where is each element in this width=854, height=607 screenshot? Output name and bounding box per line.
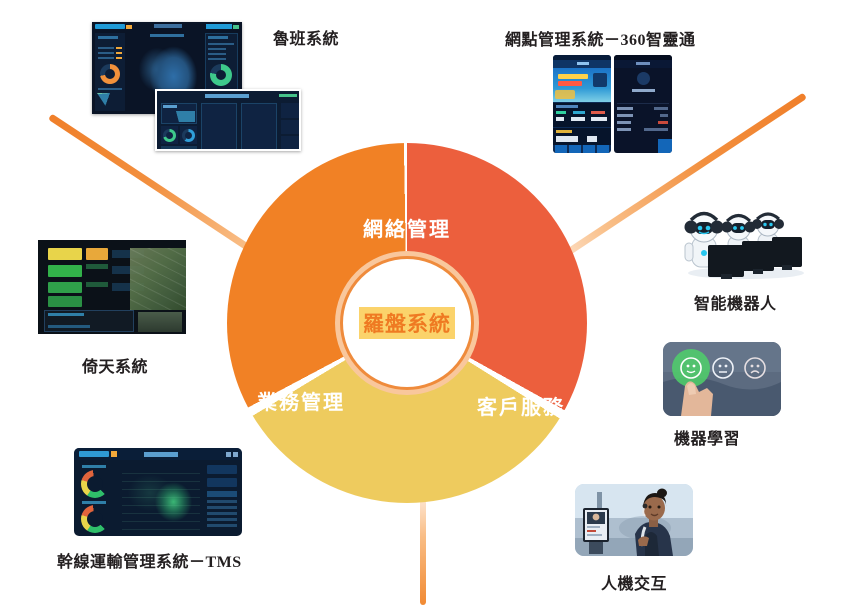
central-donut-chart: 網絡管理 客戶服務 業務管理 羅盤系統	[227, 143, 587, 503]
thumbnail-app-detail-screen[interactable]	[614, 55, 672, 153]
segment-label-customer-service[interactable]: 客戶服務	[477, 397, 565, 419]
thumbnail-kiosk-attendant[interactable]	[575, 484, 693, 556]
caption-branch-360: 網點管理系統－360智靈通	[505, 32, 696, 49]
robots-illustration	[684, 211, 804, 279]
thumbnail-tms-dashboard[interactable]	[74, 448, 242, 536]
hub-label[interactable]: 羅盤系統	[359, 307, 455, 339]
thumbnail-app-home-screen[interactable]	[553, 55, 611, 153]
caption-yitian: 倚天系統	[82, 359, 149, 376]
thumbnail-luban-table-dashboard[interactable]	[155, 89, 301, 151]
thumbnail-service-robots[interactable]	[672, 203, 810, 281]
thumbnail-yitian-monitor-wall[interactable]	[38, 240, 186, 334]
attendant-illustration	[575, 484, 693, 556]
segment-label-network[interactable]: 網絡管理	[363, 219, 451, 241]
caption-luban: 魯班系統	[273, 31, 340, 48]
segment-label-business[interactable]: 業務管理	[257, 392, 345, 414]
caption-machine-learning: 機器學習	[674, 431, 741, 448]
thumbnail-satisfaction-rating[interactable]	[663, 342, 781, 416]
connector-line-bottom	[420, 500, 426, 605]
caption-robot: 智能機器人	[694, 296, 777, 313]
caption-tms: 幹線運輸管理系統－TMS	[57, 554, 242, 571]
caption-human-machine: 人機交互	[601, 576, 668, 593]
rating-faces-illustration	[663, 342, 781, 416]
